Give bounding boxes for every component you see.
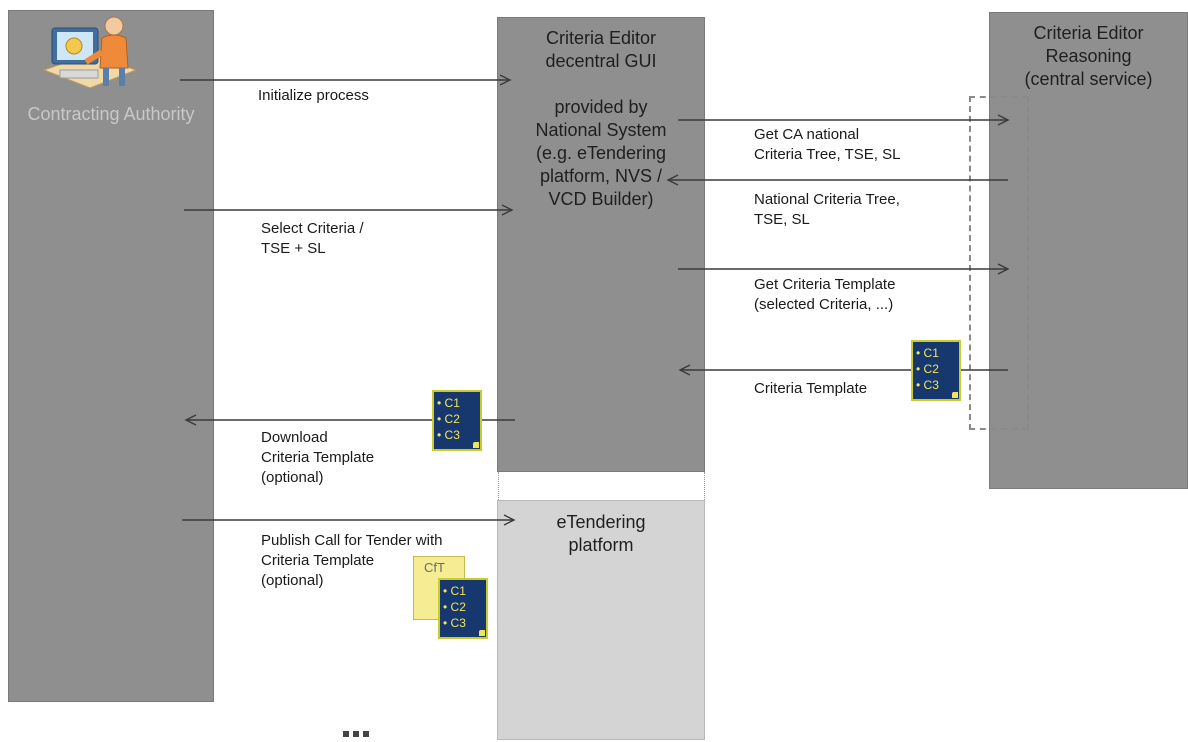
criteria-template-document: • C1 • C2 • C3 (432, 390, 482, 451)
label-select: Select Criteria / TSE + SL (261, 220, 364, 257)
page-curl-icon (952, 392, 958, 398)
criteria-editor-reasoning-title: Criteria Editor Reasoning (central servi… (1024, 23, 1153, 89)
criteria-editor-gui-title: Criteria Editor decentral GUI provided b… (535, 28, 667, 209)
lane-connector-right (704, 472, 705, 500)
lane-connector-left (498, 472, 499, 500)
criteria-item: • C3 (443, 616, 466, 630)
criteria-template-document: • C1 • C2 • C3 (911, 340, 961, 401)
cft-label: CfT (424, 560, 445, 575)
page-curl-icon (473, 442, 479, 448)
label-initialize: Initialize process (258, 87, 369, 104)
criteria-item: • C1 (916, 346, 939, 360)
label-download: Download Criteria Template (optional) (261, 429, 375, 486)
criteria-item: • C3 (437, 428, 460, 442)
label-national-tree: National Criteria Tree, TSE, SL (754, 191, 900, 228)
label-get-template: Get Criteria Template (selected Criteria… (754, 276, 896, 313)
criteria-item: • C3 (916, 378, 939, 392)
criteria-editor-reasoning-lane (989, 12, 1188, 489)
label-template: Criteria Template (754, 380, 868, 397)
criteria-item: • C2 (916, 362, 939, 376)
criteria-template-document: • C1 • C2 • C3 (438, 578, 488, 639)
criteria-item: • C1 (443, 584, 466, 598)
etendering-platform-title: eTendering platform (556, 512, 646, 555)
user-at-computer-icon (42, 16, 138, 89)
central-service-activation-box (969, 96, 1029, 430)
label-publish: Publish Call for Tender with Criteria Te… (261, 532, 443, 589)
criteria-editor-gui-lane (497, 17, 705, 472)
criteria-item: • C2 (443, 600, 466, 614)
contracting-authority-title: Contracting Authority (27, 104, 195, 124)
label-get-tree: Get CA national Criteria Tree, TSE, SL (754, 126, 901, 163)
criteria-item: • C2 (437, 412, 460, 426)
ellipsis-dots-icon (343, 724, 373, 742)
criteria-item: • C1 (437, 396, 460, 410)
contracting-authority-lane (8, 10, 214, 702)
page-curl-icon (479, 630, 485, 636)
